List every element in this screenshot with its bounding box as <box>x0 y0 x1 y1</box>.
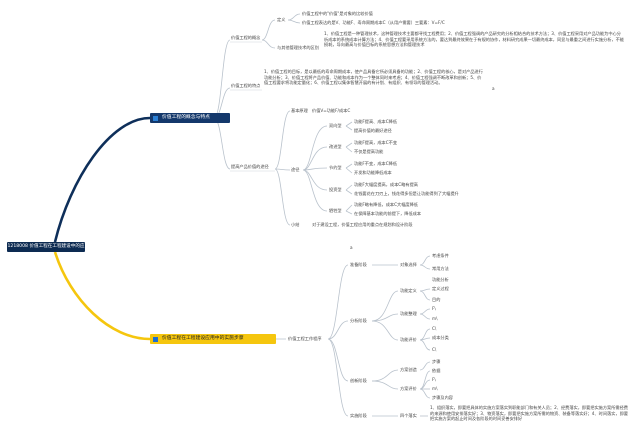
group-item: 功能F略有降低，成本C大幅度降低 <box>354 202 418 207</box>
node-approach[interactable]: 途径 <box>291 167 300 172</box>
leaf-item: C\ <box>432 347 437 352</box>
group-label[interactable]: 牺牲型 <box>329 208 342 213</box>
group-item: 功能F提高，成本C不变 <box>354 140 398 145</box>
group-label[interactable]: 节约型 <box>329 165 342 170</box>
group-item: 在保障基本功能的前提下，降低成本 <box>354 211 422 216</box>
node-process[interactable]: 价值工程工作程序 <box>288 336 322 341</box>
four-implementations-text: 1、组织落实，即要把具体的实施方案落实到职能部门和有关人员；2、经费落实，即要把… <box>430 405 628 422</box>
group-label[interactable]: 改进型 <box>329 144 342 149</box>
node-concept[interactable]: 价值工程的概念 <box>231 35 261 40</box>
definition-line-2: 价值工程表达的是V、功能F、寿命周期成本C（从用户需要）三要素：V=F/C <box>302 20 445 25</box>
stage-implementation[interactable]: 实施阶段 <box>350 413 367 418</box>
leaf-item: F\ <box>432 377 436 382</box>
node-features[interactable]: 价值工程的特点 <box>231 83 261 88</box>
leaf-item: 目的 <box>432 297 441 302</box>
root-topic[interactable]: 1218008 价值工程在工程建设中的应用 <box>7 242 85 259</box>
mark-a: a <box>350 245 353 250</box>
flag-icon <box>153 115 158 121</box>
leaf-item: 定义过程 <box>432 286 449 291</box>
leaf-item: m\ <box>432 316 438 321</box>
group-item: 功能F不变，成本C降低 <box>354 161 398 166</box>
definition-line-1: 价值工程中的"价值"是对象的比较价值 <box>302 11 373 16</box>
node-function-arrangement[interactable]: 功能整理 <box>400 311 417 316</box>
features-text: 1、价值工程的目标，是以最低的寿命周期成本，使产品具备它所必须具备的功能；2、价… <box>264 69 483 86</box>
connector-root-to-branch1 <box>53 116 151 243</box>
group-item: 不仅是提高功能 <box>354 149 384 154</box>
node-plan-evaluation[interactable]: 方案评价 <box>400 386 417 391</box>
features-mark: a <box>492 86 495 91</box>
node-four-implementations[interactable]: 四个落实 <box>400 413 417 418</box>
leaf-item: 考虑条件 <box>432 253 449 258</box>
node-summary[interactable]: 小结 <box>291 222 300 227</box>
node-basic-principle[interactable]: 基本原理 <box>291 108 308 113</box>
leaf-item: 功能分析 <box>432 277 449 282</box>
summary-text: 对于建设工程，价值工程应用的重点在规划和设计阶段 <box>312 222 413 227</box>
group-item: 功能F大幅度提高，成本C略有提高 <box>354 182 418 187</box>
branch-concept-features[interactable]: 价值工程的概念与特点 <box>150 113 230 123</box>
leaf-item: 依据 <box>432 368 441 373</box>
leaf-item: C\ <box>432 326 437 331</box>
connector-root-to-branch2 <box>53 251 151 341</box>
leaf-item: 成本分类 <box>432 335 449 340</box>
node-object-selection[interactable]: 对象选择 <box>400 262 417 267</box>
branch-concept-title: 价值工程的概念与特点 <box>162 115 210 120</box>
group-item: 功能F提高、成本C降低 <box>354 119 398 124</box>
leaf-item: 步骤 <box>432 359 441 364</box>
node-plan-creation[interactable]: 方案创造 <box>400 367 417 372</box>
basic-principle-text: 价值V=功能F/成本C <box>312 108 351 113</box>
leaf-item: 步骤及内容 <box>432 395 453 400</box>
leaf-item: F\ <box>432 306 436 311</box>
group-label[interactable]: 双向型 <box>329 123 342 128</box>
node-ways[interactable]: 提高产品价值的途径 <box>231 164 269 169</box>
stage-preparation[interactable]: 准备阶段 <box>350 262 367 267</box>
difference-text: 1、价值工程是一种管理技术，这种管理技术主要都寻找工程费用；2、价值工程强调的产… <box>324 31 624 48</box>
group-item: 开发和功能降低成本 <box>354 170 392 175</box>
group-item: 花钱要花在刀刃上，钱花得多但是让功能得到了大幅提升 <box>354 191 459 196</box>
branch-implementation-steps[interactable]: 价值工程在工程建设应用中的实施步骤 <box>150 334 276 344</box>
node-function-definition[interactable]: 功能定义 <box>400 288 417 293</box>
node-difference[interactable]: 与其他管理技术的区别 <box>277 45 319 50</box>
stage-analysis[interactable]: 分析阶段 <box>350 318 367 323</box>
node-definition[interactable]: 定义 <box>277 17 286 22</box>
branch-implementation-title: 价值工程在工程建设应用中的实施步骤 <box>162 336 244 341</box>
group-label[interactable]: 投资型 <box>329 187 342 192</box>
stage-innovation[interactable]: 创新阶段 <box>350 378 367 383</box>
flag-icon <box>153 336 158 342</box>
leaf-item: 常用方法 <box>432 266 449 271</box>
group-item: 提高价值的最好途径 <box>354 128 392 133</box>
leaf-item: m\ <box>432 386 438 391</box>
node-function-evaluation[interactable]: 功能评价 <box>400 337 417 342</box>
